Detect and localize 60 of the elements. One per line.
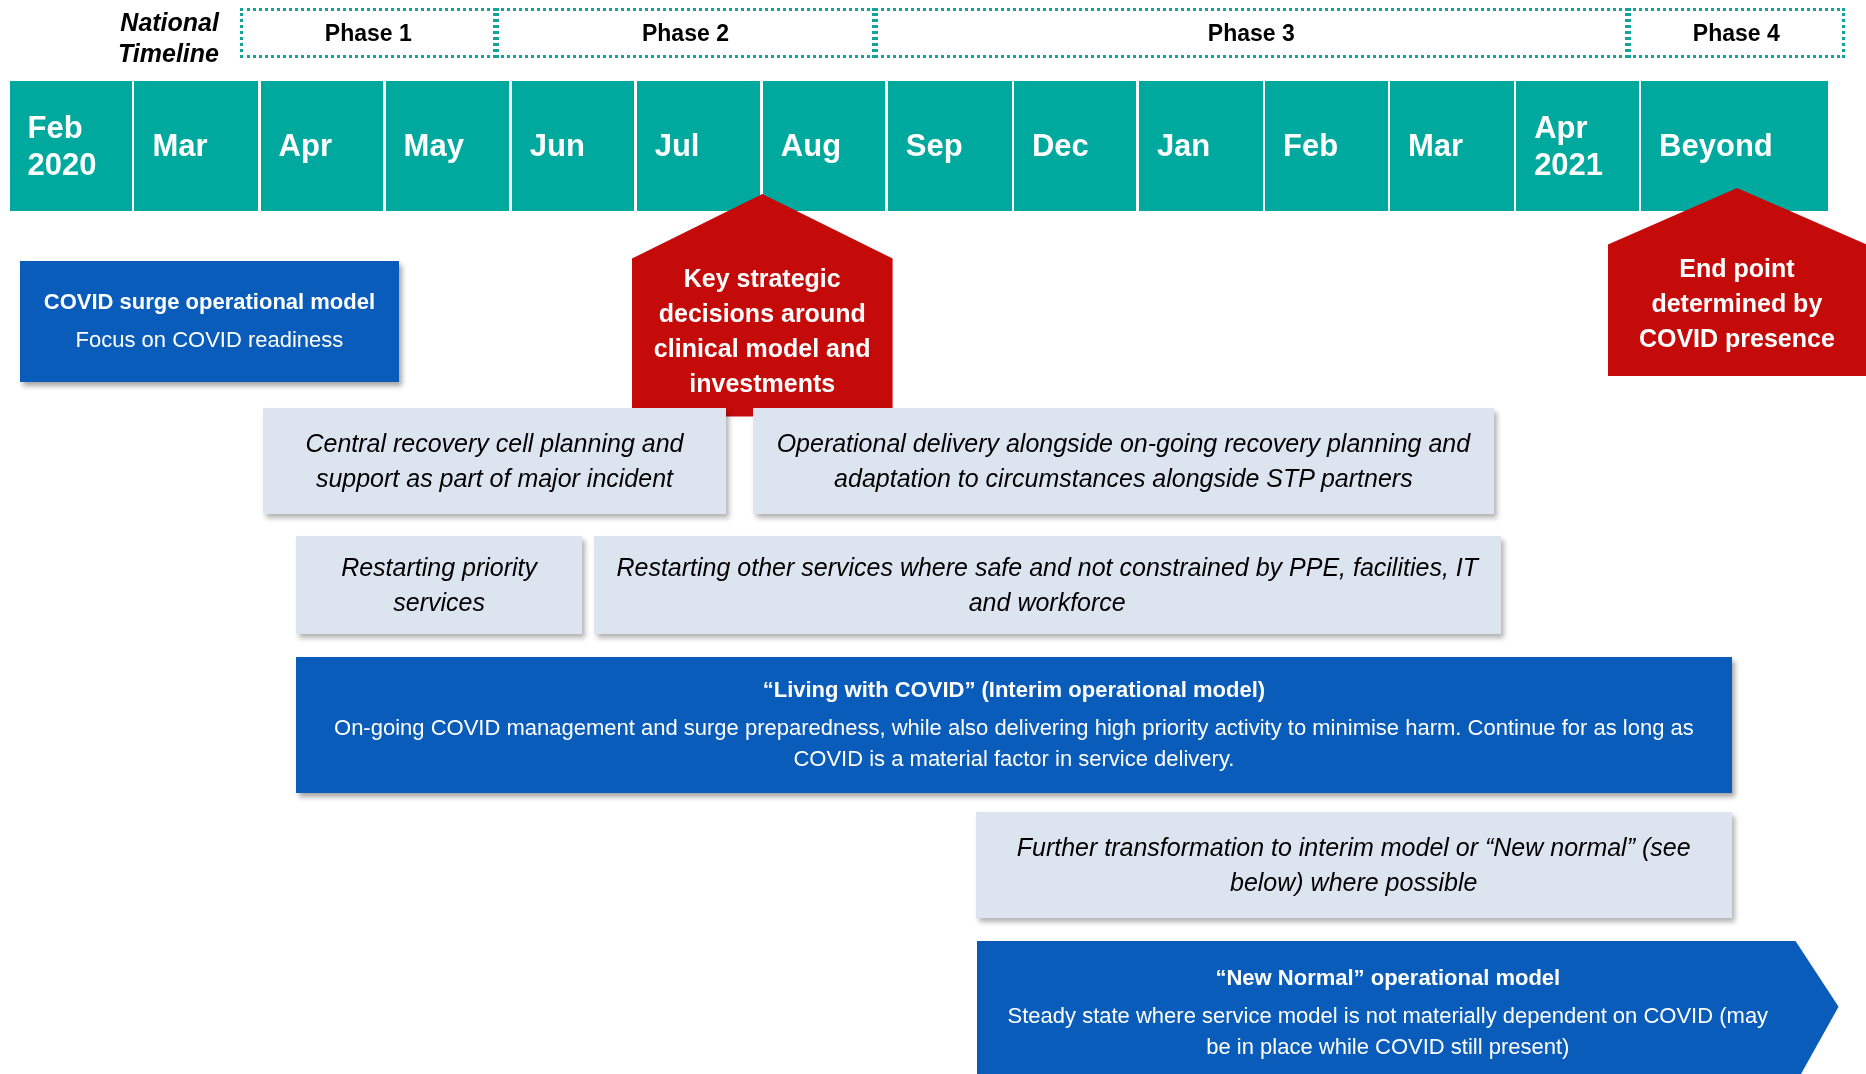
box-text: Key strategic decisions around clinical model and investments [652,263,872,400]
month-cell [636,80,761,211]
activity-box [263,408,726,515]
month-cell [385,80,510,211]
box-heading: COVID surge operational model [43,287,376,316]
box-text: Central recovery cell planning and support as part of major incident [304,428,685,495]
box-text: Restarting priority services [340,551,539,618]
box-text: End point determined by COVID presence [1637,252,1836,354]
month-cell [9,80,133,211]
activity-box [753,408,1494,515]
month-cell [1516,80,1639,211]
box-heading: “Living with COVID” (Interim operational model) [762,675,1266,704]
timeline-heading: National Timeline [117,7,219,70]
box-text: Focus on COVID readiness [75,326,344,355]
phase-box [240,8,497,59]
month-cell [1389,80,1514,211]
month-label: Aug [780,127,842,165]
month-label: Mar [152,127,208,165]
month-cell [1265,80,1388,211]
model-arrow [977,941,1839,1074]
model-box [20,260,399,382]
box-heading: “New Normal” operational model [1215,963,1561,992]
month-cell [1641,80,1828,211]
box-text: Steady state where service model is not materially dependent on COVID (may be in place while COVID still present) [1006,1002,1770,1062]
month-cell [260,80,384,211]
phase-label: Phase 4 [1692,19,1780,49]
month-label: Apr 2021 [1534,108,1605,183]
activity-box [296,535,582,635]
milestone-pentagon [631,193,893,417]
month-label: Jun [529,127,585,165]
month-cell [1013,80,1137,211]
month-label: Jan [1156,127,1211,165]
milestone-pentagon [1607,188,1866,377]
month-label: Feb [1283,127,1339,165]
phase-label: Phase 2 [642,19,729,49]
activity-box [593,535,1501,635]
activity-box [975,811,1732,918]
box-text: Further transformation to interim model or “New normal” (see below) where possible [1015,831,1692,898]
month-label: Beyond [1659,127,1773,165]
box-text: Restarting other services where safe and not constrained by PPE, facilities, IT and workforce [615,551,1481,618]
month-label: Jul [654,127,700,165]
month-label: Apr [278,127,332,165]
month-label: May [403,127,464,165]
phase-box [496,8,875,59]
box-text: On-going COVID management and surge preparedness, while also delivering high priority activity to minimise harm. Continue for as long as COVID is a material factor in service delivery. [333,714,1695,774]
month-label: Sep [905,127,963,165]
month-label: Feb 2020 [27,108,98,183]
month-cell [511,80,635,211]
phase-label: Phase 3 [1207,19,1295,49]
model-box [296,656,1732,793]
phase-box [874,8,1628,59]
box-text: Operational delivery alongside on-going recovery planning and adaptation to circumstances alongside STP partners [775,428,1472,495]
month-cell [762,80,886,211]
month-cell [887,80,1012,211]
month-label: Mar [1407,127,1464,165]
month-label: Dec [1031,127,1089,165]
month-cell [1138,80,1263,211]
month-cell [134,80,259,211]
phase-label: Phase 1 [324,19,412,49]
phase-box [1628,8,1845,59]
